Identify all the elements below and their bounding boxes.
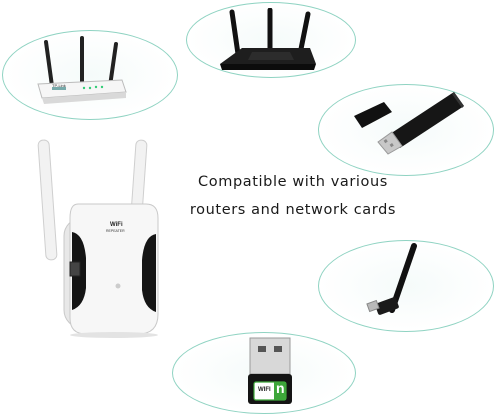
router-black-image xyxy=(212,8,322,78)
nano-wifi-label: WIFI xyxy=(258,387,271,393)
antenna-adapter-bubble xyxy=(318,240,494,332)
antenna-adapter-image xyxy=(362,240,432,326)
nano-n-letter: n xyxy=(276,380,285,396)
wifi-repeater-image: WiFi REPEATER xyxy=(34,138,162,338)
compatibility-caption: Compatible with various routers and netw… xyxy=(168,168,418,224)
nano-adapter-image: WIFI n xyxy=(244,334,304,408)
caption-line-1: Compatible with various xyxy=(198,174,388,190)
caption-line-2: routers and network cards xyxy=(189,202,397,218)
router-white-bubble xyxy=(2,30,178,120)
router-brand-text: TP-Link xyxy=(52,83,66,88)
repeater-wifi-label: WiFi xyxy=(110,222,123,228)
router-white-image: TP-Link xyxy=(30,34,130,106)
usb-adapter-image xyxy=(344,88,474,158)
repeater-sub-label: REPEATER xyxy=(106,229,125,233)
